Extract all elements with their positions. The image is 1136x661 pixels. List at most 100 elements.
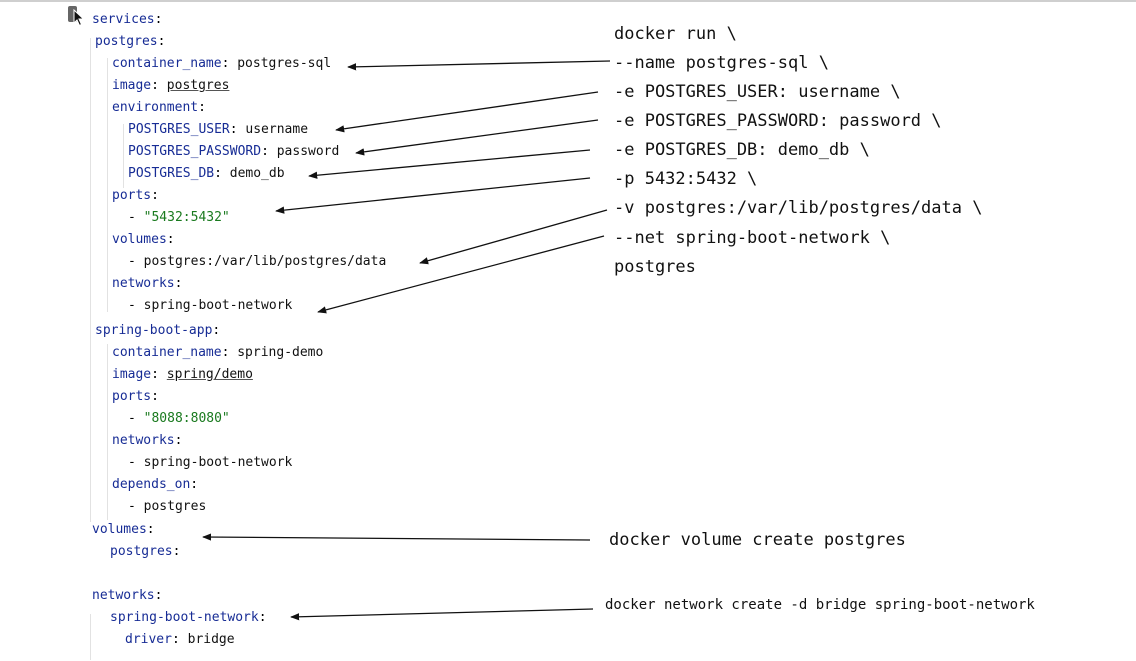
yaml-colon: : — [154, 12, 163, 27]
yaml-line: - "5432:5432" — [128, 207, 230, 229]
yaml-list-dash: - — [128, 298, 144, 313]
mapping-arrow — [275, 177, 591, 214]
yaml-colon: : — [198, 100, 206, 115]
yaml-line: environment: — [112, 97, 206, 119]
yaml-list-item: "5432:5432" — [143, 210, 230, 225]
yaml-key: volumes — [112, 232, 167, 247]
yaml-value: postgres — [166, 78, 230, 93]
text-caret — [68, 6, 77, 22]
yaml-key: volumes — [92, 522, 147, 537]
yaml-line: networks: — [112, 273, 182, 295]
yaml-line: postgres: — [110, 541, 180, 563]
yaml-value: postgres-sql — [237, 56, 332, 71]
command-line: -e POSTGRES_DB: demo_db \ — [614, 140, 870, 160]
indent-guide — [90, 38, 91, 522]
yaml-colon: : — [174, 433, 183, 448]
yaml-line: services: — [92, 9, 162, 31]
yaml-line: ports: — [112, 386, 159, 408]
yaml-key: POSTGRES_DB — [128, 166, 215, 181]
indent-guide — [107, 344, 108, 520]
mapping-arrow — [290, 608, 594, 621]
yaml-colon: : — [166, 232, 175, 247]
command-line: -v postgres:/var/lib/postgres/data \ — [614, 198, 983, 218]
command-line: -e POSTGRES_USER: username \ — [614, 82, 901, 102]
yaml-key: depends_on — [112, 477, 191, 492]
yaml-line: depends_on: — [112, 474, 198, 496]
indent-guide — [123, 124, 124, 188]
yaml-colon: : — [212, 323, 221, 338]
yaml-colon: : — [154, 588, 163, 603]
mapping-arrow — [419, 209, 608, 265]
mouse-pointer-icon — [73, 9, 85, 27]
yaml-colon: : — [151, 78, 159, 93]
yaml-line: driver: bridge — [125, 629, 235, 651]
mapping-arrow — [335, 91, 599, 133]
yaml-line: networks: — [112, 430, 182, 452]
yaml-key: container_name — [112, 56, 222, 71]
yaml-line: POSTGRES_DB: demo_db — [128, 163, 285, 185]
yaml-colon: : — [258, 610, 267, 625]
yaml-value: spring/demo — [166, 367, 253, 382]
yaml-line: POSTGRES_USER: username — [128, 119, 308, 141]
yaml-key: ports — [112, 188, 152, 203]
command-line: postgres — [614, 257, 696, 277]
yaml-key: image — [112, 78, 152, 93]
yaml-value: demo_db — [229, 166, 285, 181]
yaml-colon: : — [171, 632, 180, 647]
yaml-line: volumes: — [112, 229, 175, 251]
yaml-line: - spring-boot-network — [128, 295, 292, 317]
yaml-line: POSTGRES_PASSWORD: password — [128, 141, 339, 163]
yaml-key: ports — [112, 389, 152, 404]
yaml-line: - spring-boot-network — [128, 452, 292, 474]
yaml-key: networks — [92, 588, 155, 603]
mapping-arrow — [308, 149, 591, 179]
indent-guide — [90, 614, 91, 660]
yaml-line: container_name: postgres-sql — [112, 53, 331, 75]
yaml-line: spring-boot-network: — [110, 607, 267, 629]
yaml-list-dash: - — [128, 411, 144, 426]
yaml-key: spring-boot-network — [110, 610, 259, 625]
yaml-colon: : — [146, 522, 155, 537]
yaml-key: networks — [112, 276, 175, 291]
network-create-command: docker network create -d bridge spring-b… — [605, 597, 1035, 613]
yaml-list-item: postgres:/var/lib/postgres/data — [143, 254, 387, 269]
yaml-list-item: postgres — [143, 499, 207, 514]
yaml-list-dash: - — [128, 455, 144, 470]
command-line: --name postgres-sql \ — [614, 53, 829, 73]
yaml-key: environment — [112, 100, 199, 115]
yaml-value: bridge — [187, 632, 235, 647]
yaml-colon: : — [151, 389, 159, 404]
mapping-arrow — [202, 533, 591, 541]
yaml-colon: : — [221, 56, 230, 71]
yaml-line: networks: — [92, 585, 162, 607]
mapping-arrow — [355, 119, 599, 156]
command-line: -p 5432:5432 \ — [614, 169, 758, 189]
top-divider — [0, 0, 1136, 2]
command-line: --net spring-boot-network \ — [614, 228, 891, 248]
yaml-key: services — [92, 12, 155, 27]
yaml-line: postgres: — [95, 31, 165, 53]
yaml-list-item: spring-boot-network — [143, 455, 293, 470]
yaml-line: volumes: — [92, 519, 155, 541]
yaml-key: postgres — [95, 34, 158, 49]
command-line: docker run \ — [614, 24, 737, 44]
yaml-key: image — [112, 367, 152, 382]
yaml-colon: : — [190, 477, 199, 492]
yaml-value: spring-demo — [237, 345, 324, 360]
yaml-line: image: spring/demo — [112, 364, 253, 386]
yaml-colon: : — [151, 188, 159, 203]
yaml-colon: : — [157, 34, 166, 49]
yaml-colon: : — [151, 367, 159, 382]
yaml-value: username — [245, 122, 309, 137]
yaml-line: - postgres:/var/lib/postgres/data — [128, 251, 386, 273]
yaml-key: driver — [125, 632, 172, 647]
yaml-list-dash: - — [128, 254, 144, 269]
command-line: -e POSTGRES_PASSWORD: password \ — [614, 111, 942, 131]
yaml-line: - postgres — [128, 496, 206, 518]
yaml-line: container_name: spring-demo — [112, 342, 323, 364]
yaml-list-item: "8088:8080" — [143, 411, 230, 426]
yaml-line: - "8088:8080" — [128, 408, 230, 430]
yaml-line: image: postgres — [112, 75, 229, 97]
mapping-arrow — [317, 235, 605, 314]
